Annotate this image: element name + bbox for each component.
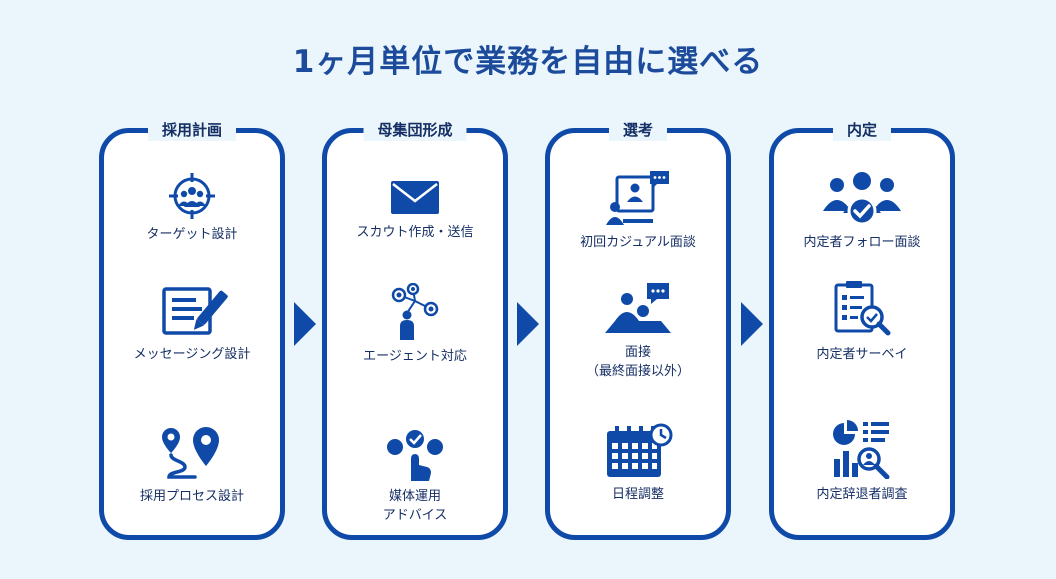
task-label-line2: アドバイス <box>382 508 448 523</box>
task-item: ターゲット設計 <box>104 173 280 244</box>
target-people-icon <box>169 173 215 219</box>
task-item: 日程調整 <box>550 423 726 504</box>
task-label: スカウト作成・送信 <box>356 225 474 240</box>
task-label: 日程調整 <box>611 487 664 502</box>
arrow-right-icon <box>294 302 316 346</box>
task-label-line1: 面接 <box>624 345 651 360</box>
envelope-icon <box>391 181 439 214</box>
stage-card-selection: 選考 初回カジュアル面談 面接 <box>545 119 731 540</box>
stage-title: 採用計画 <box>147 119 237 141</box>
task-item: 面接 （最終面接以外） <box>550 281 726 381</box>
arrow-right-icon <box>741 302 763 346</box>
stage-title: 選考 <box>608 119 668 141</box>
task-label: ターゲット設計 <box>146 227 238 242</box>
group-check-icon <box>823 172 901 226</box>
analysis-icon <box>833 420 890 479</box>
task-item: 採用プロセス設計 <box>104 425 280 506</box>
survey-magnifier-icon <box>834 281 891 336</box>
task-label-line2: （最終面接以外） <box>585 364 690 379</box>
stage-title: 内定 <box>832 119 892 141</box>
task-item: メッセージング設計 <box>104 283 280 364</box>
task-label: 媒体運用 アドバイス <box>383 487 448 525</box>
task-item: 初回カジュアル面談 <box>550 169 726 252</box>
task-label: 初回カジュアル面談 <box>580 235 696 250</box>
task-item: 内定辞退者調査 <box>774 419 950 504</box>
arrow-right-icon <box>517 302 539 346</box>
task-label: エージェント対応 <box>363 349 467 364</box>
task-item: 媒体運用 アドバイス <box>327 429 503 525</box>
task-label: メッセージング設計 <box>133 347 251 362</box>
task-label-line1: 媒体運用 <box>388 489 441 504</box>
task-label: 内定者フォロー面談 <box>803 235 921 250</box>
document-pen-icon <box>162 287 228 335</box>
task-label: 面接 （最終面接以外） <box>586 343 690 381</box>
stage-title: 母集団形成 <box>363 119 467 141</box>
task-item: スカウト作成・送信 <box>327 177 503 242</box>
task-item: 内定者サーベイ <box>774 279 950 364</box>
task-label: 内定辞退者調査 <box>816 487 908 502</box>
video-call-icon <box>606 171 669 225</box>
network-person-icon <box>391 283 439 340</box>
page-title: 1ヶ月単位で業務を自由に選べる <box>292 44 764 80</box>
task-item: 内定者フォロー面談 <box>774 171 950 252</box>
stage-card-offer: 内定 内定者フォロー面談 内定者サーベイ <box>769 119 955 540</box>
tap-select-icon <box>387 430 443 481</box>
task-label: 採用プロセス設計 <box>139 489 244 504</box>
task-label: 内定者サーベイ <box>816 347 908 362</box>
stage-card-recruitment-planning: 採用計画 ターゲット設計 メッセージング設計 <box>99 119 285 540</box>
stage-card-candidate-sourcing: 母集団形成 スカウト作成・送信 エージェント対応 <box>322 119 508 540</box>
calendar-icon <box>607 423 673 477</box>
task-item: エージェント対応 <box>327 283 503 366</box>
interview-icon <box>605 283 671 333</box>
route-pin-icon <box>162 427 219 479</box>
